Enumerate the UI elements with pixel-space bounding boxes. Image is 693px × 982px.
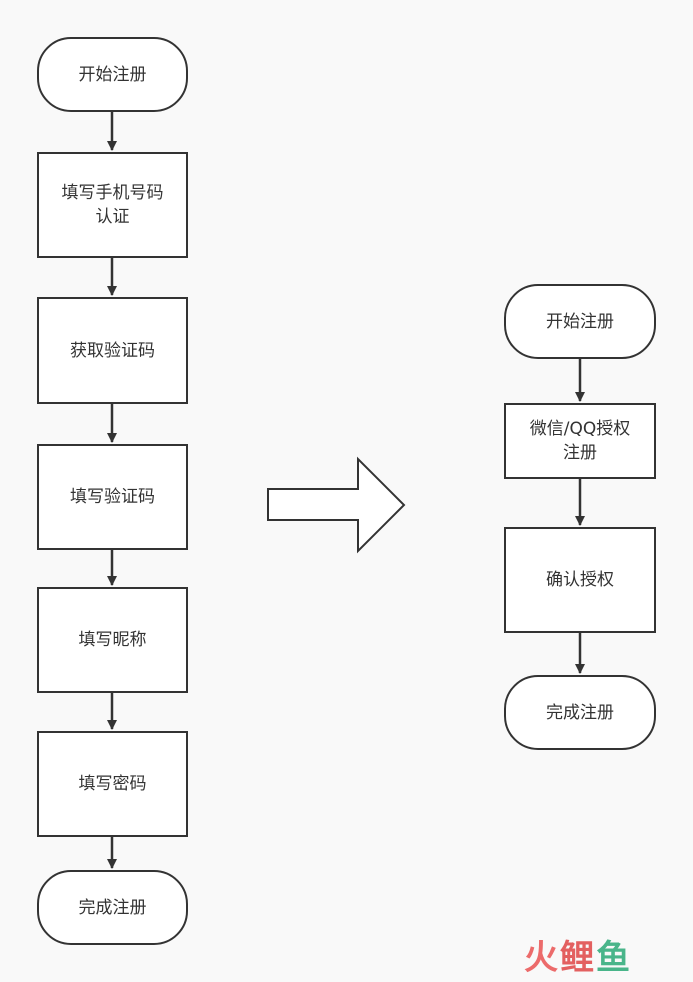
right-step1-label: 微信/QQ授权 注册 xyxy=(529,419,631,463)
left-step-password: 填写密码 xyxy=(37,731,188,837)
left-step2-label: 获取验证码 xyxy=(70,340,155,361)
right-start-node: 开始注册 xyxy=(504,284,656,359)
right-step-oauth: 微信/QQ授权 注册 xyxy=(504,403,656,479)
transition-arrow xyxy=(267,456,406,554)
watermark-logo: 火 鲤 鱼 xyxy=(524,938,630,978)
left-end-node: 完成注册 xyxy=(37,870,188,945)
left-step-enter-code: 填写验证码 xyxy=(37,444,188,550)
right-step2-label: 确认授权 xyxy=(546,570,614,590)
watermark-char-1: 火 xyxy=(524,938,558,978)
watermark-char-2: 鲤 xyxy=(560,938,594,978)
left-step5-label: 填写密码 xyxy=(78,774,147,794)
watermark-char-3: 鱼 xyxy=(596,938,630,978)
left-start-node: 开始注册 xyxy=(37,37,188,112)
left-start-label: 开始注册 xyxy=(78,64,147,85)
left-step4-label: 填写昵称 xyxy=(78,630,147,650)
left-step-get-code: 获取验证码 xyxy=(37,297,188,404)
right-end-node: 完成注册 xyxy=(504,675,656,750)
left-step-phone-verify: 填写手机号码 认证 xyxy=(37,152,188,258)
left-step3-label: 填写验证码 xyxy=(70,487,155,507)
left-step1-label: 填写手机号码 认证 xyxy=(61,183,164,227)
left-end-label: 完成注册 xyxy=(78,897,147,918)
right-start-label: 开始注册 xyxy=(546,311,614,332)
left-step-nickname: 填写昵称 xyxy=(37,587,188,693)
right-end-label: 完成注册 xyxy=(546,702,614,723)
right-step-confirm: 确认授权 xyxy=(504,527,656,633)
